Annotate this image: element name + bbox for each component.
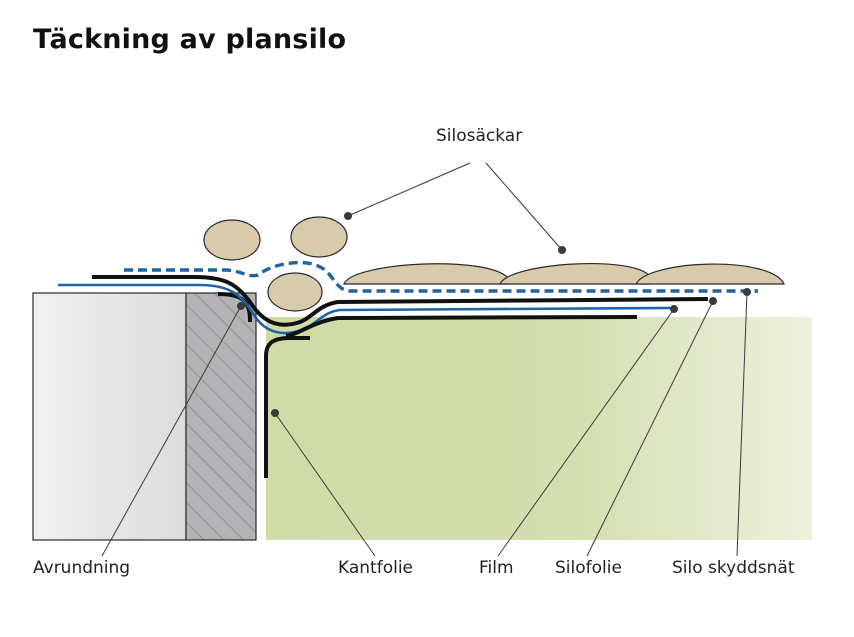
leader-line [347, 162, 471, 217]
leader-line [485, 162, 563, 251]
skyddsnat-line [124, 260, 758, 293]
label-silo-skyddsnat: Silo skyddsnät [672, 558, 795, 578]
silo-bag [290, 216, 348, 258]
silo-bag-flat [635, 263, 785, 285]
silo-bag-flat [499, 262, 651, 285]
leader-dot [271, 409, 279, 417]
film-line [58, 283, 673, 335]
leader-line [497, 308, 675, 557]
concrete-wall [32, 292, 187, 541]
page-title: Täckning av plansilo [33, 24, 347, 55]
silo-bag [267, 272, 323, 312]
leader-dot [558, 246, 566, 254]
label-kantfolie: Kantfolie [338, 558, 413, 578]
silofolie-line [92, 275, 709, 327]
silage-mass [266, 317, 812, 540]
leader-line [274, 412, 376, 557]
leader-dot [344, 212, 352, 220]
kantfolie-vertical [264, 336, 310, 478]
leader-line [101, 305, 242, 557]
leader-dot [670, 305, 678, 313]
leader-dot [237, 302, 245, 310]
silo-bag [203, 219, 261, 261]
label-avrundning: Avrundning [33, 558, 130, 578]
leader-dot [709, 297, 717, 305]
leader-line [736, 291, 748, 557]
label-film: Film [479, 558, 514, 578]
silo-bag-flat [343, 263, 509, 285]
wall-edge-hatched [185, 292, 257, 541]
lower-film-line [285, 315, 638, 338]
label-silofolie: Silofolie [555, 558, 622, 578]
leader-dot [743, 288, 751, 296]
label-silosackar: Silosäckar [436, 126, 522, 146]
leader-line [586, 300, 714, 557]
